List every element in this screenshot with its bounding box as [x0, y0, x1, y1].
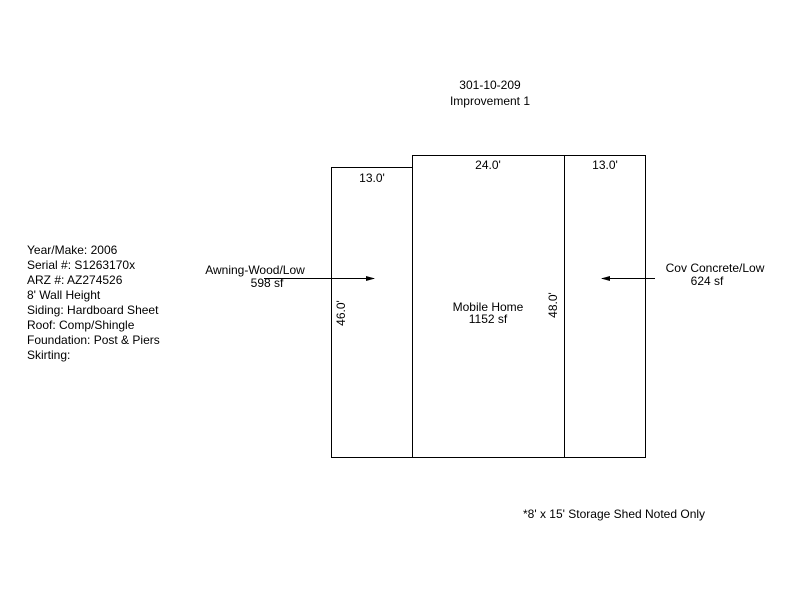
mobile-home-width: 24.0': [475, 158, 501, 172]
footnote: *8' x 15' Storage Shed Noted Only: [523, 507, 706, 521]
mobile-home-name: Mobile Home: [452, 300, 524, 314]
improvement-label: Improvement 1: [449, 94, 531, 108]
info-roof: Roof: Comp/Shingle: [27, 318, 135, 332]
parcel-number: 301-10-209: [459, 78, 521, 92]
awning-width: 13.0': [359, 171, 385, 185]
awning-area: 598 sf: [250, 276, 284, 290]
concrete-outline: [564, 155, 646, 458]
info-skirting: Skirting:: [27, 348, 71, 362]
mobile-home-area: 1152 sf: [468, 312, 508, 326]
awning-arrow-head: [366, 276, 375, 281]
info-siding: Siding: Hardboard Sheet: [27, 303, 159, 317]
awning-depth: 46.0': [334, 300, 348, 326]
concrete-width: 13.0': [592, 158, 618, 172]
concrete-area: 624 sf: [690, 274, 724, 288]
info-arz: ARZ #: AZ274526: [27, 273, 123, 287]
info-serial: Serial #: S1263170x: [27, 258, 136, 272]
concrete-arrow-head: [601, 276, 610, 281]
info-year-make: Year/Make: 2006: [27, 243, 118, 257]
mobile-home-depth: 48.0': [546, 292, 560, 318]
concrete-name: Cov Concrete/Low: [665, 261, 765, 275]
property-info: Year/Make: 2006 Serial #: S1263170x ARZ …: [27, 243, 160, 363]
awning-name: Awning-Wood/Low: [205, 263, 305, 277]
info-wall-height: 8' Wall Height: [27, 288, 101, 302]
info-foundation: Foundation: Post & Piers: [27, 333, 160, 347]
